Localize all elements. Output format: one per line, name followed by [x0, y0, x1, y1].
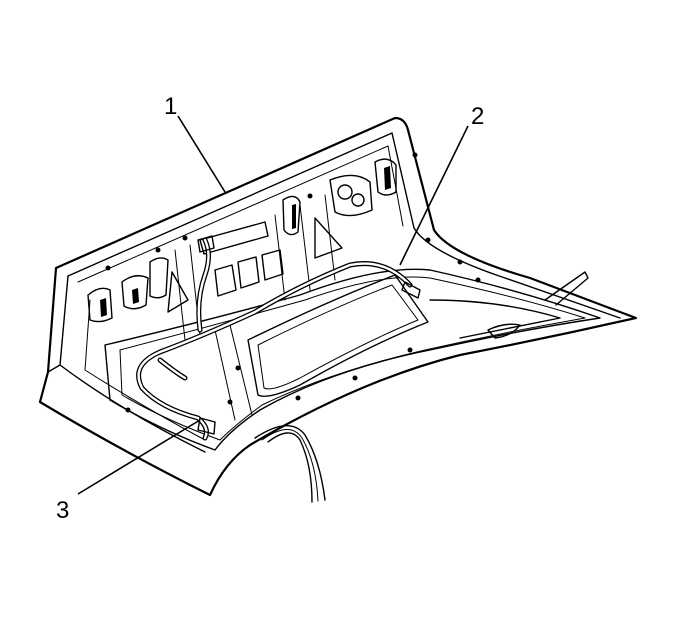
rib-vertical-2 [274, 204, 311, 301]
callout-1: 1 [164, 93, 177, 120]
round-hole-1 [337, 184, 353, 200]
opening-right-2 [374, 158, 397, 196]
leader-line-2 [399, 125, 469, 266]
rib-vertical-3 [324, 194, 336, 281]
leader-line-1 [177, 115, 226, 193]
opening-slot-1 [282, 195, 301, 236]
hinge-strip [254, 425, 326, 503]
opening-pocket-2 [237, 256, 260, 289]
dark-accent-2 [132, 288, 139, 304]
opening-tri-1 [167, 271, 189, 313]
callout-2: 2 [471, 103, 484, 130]
floor-slot-right [487, 323, 521, 339]
round-hole-2 [351, 193, 365, 207]
inner-flange-front [67, 132, 621, 319]
floor-channel-right [429, 299, 561, 339]
latch-strip-right [544, 271, 589, 306]
inner-floor-frame [104, 268, 601, 451]
callout-3: 3 [56, 497, 69, 524]
leader-line-3 [77, 419, 201, 495]
dark-accent-1 [100, 298, 107, 317]
opening-rect-1 [199, 221, 269, 255]
inner-floor-frame-2 [119, 276, 586, 441]
rib-floor-left [214, 324, 253, 421]
opening-tri-2 [314, 217, 343, 259]
opening-pocket-1 [214, 264, 237, 297]
inner-flange-front-2 [77, 145, 404, 283]
left-inner-wall-2 [84, 299, 206, 441]
opening-left-1 [87, 287, 113, 323]
fastener-dots [105, 152, 481, 413]
wiring-harness [136, 235, 421, 441]
dark-accent-4 [292, 204, 296, 229]
opening-left-2 [121, 275, 149, 310]
floor-opening-large-inner [257, 284, 419, 390]
hinge-strip-2 [261, 429, 319, 502]
opening-pocket-3 [261, 249, 284, 281]
floor-opening-large [247, 274, 429, 397]
dark-accent-3 [384, 166, 391, 190]
opening-left-3 [149, 257, 169, 299]
opening-right-1 [329, 174, 373, 217]
trunk-lid-outer-panel [38, 116, 638, 497]
